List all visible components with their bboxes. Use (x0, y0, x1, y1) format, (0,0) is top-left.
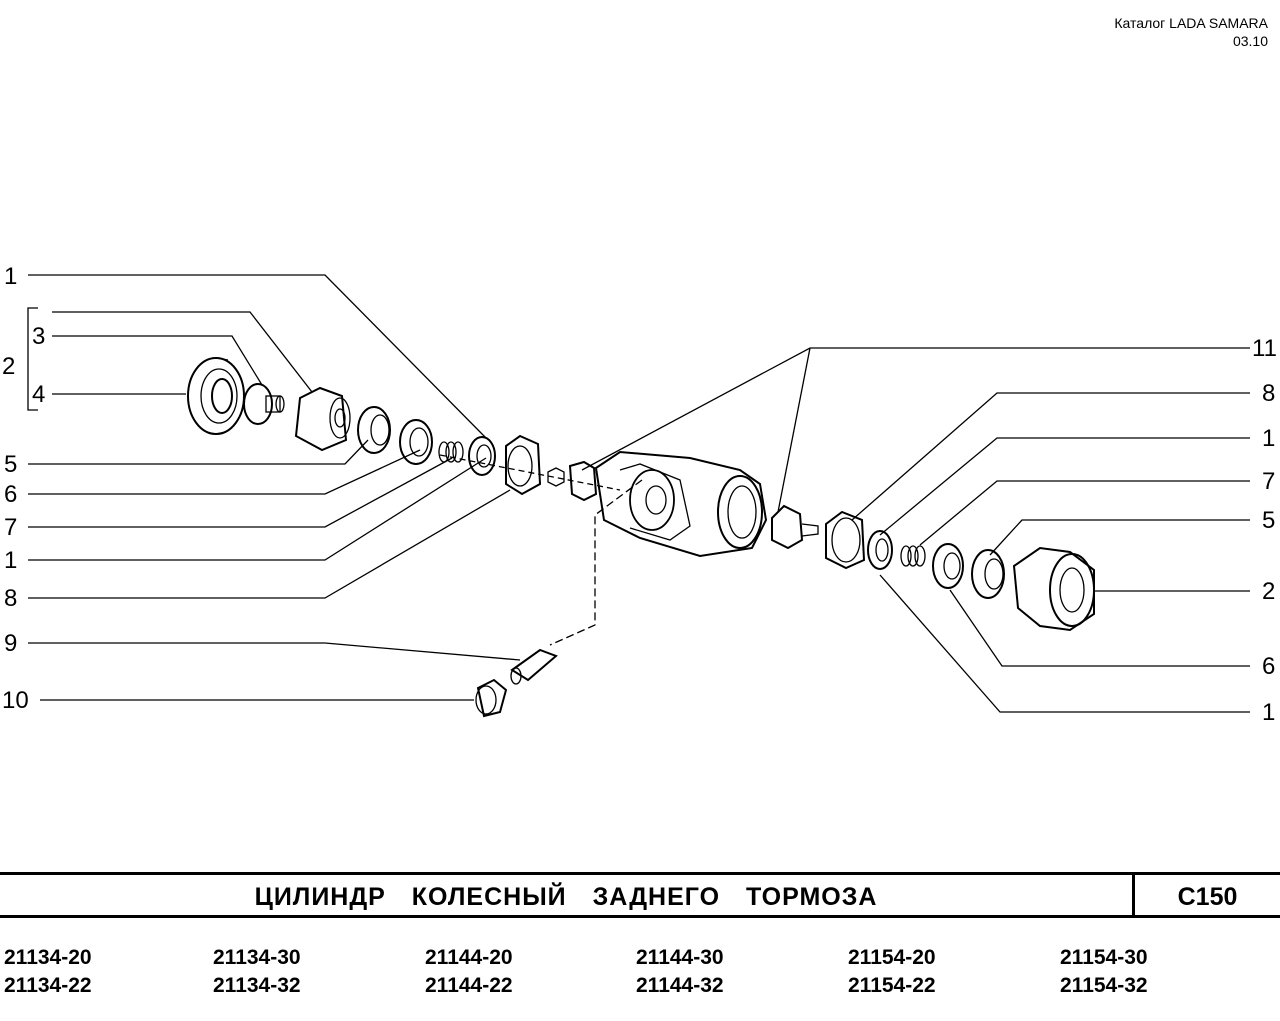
leader-line (581, 347, 1250, 471)
spring-right (900, 545, 926, 567)
adjuster-screw (547, 467, 565, 487)
callout-right-6: 6 (1262, 653, 1275, 680)
callout-right-2: 2 (1262, 578, 1275, 605)
axis-line (439, 454, 621, 491)
cup-left (357, 406, 391, 454)
callout-left-4: 4 (32, 381, 45, 408)
catalog-name: Каталог LADA SAMARA (1114, 15, 1268, 31)
model-column: 21134-30 21134-32 (213, 944, 301, 1000)
leader-line (777, 347, 811, 513)
axis-line (549, 479, 643, 646)
callout-left-3: 3 (32, 323, 45, 350)
callout-right-8: 8 (1262, 380, 1275, 407)
stop-ring-left (505, 434, 542, 496)
model-number: 21144-22 (425, 974, 513, 997)
model-column: 21154-20 21154-22 (848, 944, 936, 1000)
callout-left-6: 6 (4, 481, 17, 508)
page-code: C150 (1177, 883, 1238, 911)
leader-line (919, 480, 1250, 546)
callout-right-1: 1 (1262, 425, 1275, 452)
leader-line (28, 457, 453, 528)
model-column: 21154-30 21154-32 (1060, 944, 1148, 1000)
page-title: ЦИЛИНДР КОЛЕСНЫЙ ЗАДНЕГО ТОРМОЗА (254, 883, 878, 911)
callout-left-9: 9 (4, 630, 17, 657)
bleeder-cap (475, 678, 508, 718)
leader-line (52, 335, 263, 386)
catalog-date: 03.10 (1232, 33, 1268, 49)
seal-left (399, 419, 433, 465)
model-number: 21154-20 (848, 946, 936, 969)
title-bar: ЦИЛИНДР КОЛЕСНЫЙ ЗАДНЕГО ТОРМОЗА C150 (0, 872, 1280, 918)
catalog-header: Каталог LADA SAMARA 03.10 (1114, 14, 1268, 50)
callout-left-1: 1 (4, 263, 17, 290)
leader-line (28, 457, 487, 561)
dust-cover-left (187, 357, 245, 435)
callout-left-5: 5 (4, 451, 17, 478)
leader-bracket (27, 307, 38, 411)
model-column: 21134-20 21134-22 (4, 944, 92, 1000)
model-number: 21154-22 (848, 974, 936, 997)
spring-left (438, 441, 464, 463)
model-number: 21134-22 (4, 974, 92, 997)
leader-line (989, 519, 1250, 556)
title-divider (1132, 875, 1135, 915)
leader-line (28, 642, 521, 661)
callout-right-7: 7 (1262, 468, 1275, 495)
bleeder-screw (510, 648, 558, 685)
piston-left (294, 386, 351, 452)
model-number: 21154-32 (1060, 974, 1148, 997)
callout-right-5: 5 (1262, 507, 1275, 534)
ring-right (867, 530, 893, 570)
callout-left-7: 7 (4, 514, 17, 541)
seal-right (932, 543, 964, 589)
callout-right-11: 11 (1252, 335, 1277, 362)
model-number: 21134-32 (213, 974, 301, 997)
leader-line (28, 449, 421, 495)
callout-left-1b: 1 (4, 547, 17, 574)
model-number: 21134-30 (213, 946, 301, 969)
adjuster-right (771, 504, 819, 550)
ring-left (468, 436, 496, 476)
leader-line (851, 392, 1250, 521)
stop-ring-right (825, 510, 866, 570)
leader-line (949, 589, 1250, 667)
callout-right-1b: 1 (1262, 699, 1275, 726)
cup-right (971, 549, 1005, 599)
callout-left-2: 2 (2, 353, 15, 380)
leader-line (879, 437, 1250, 536)
piston-right (1012, 546, 1095, 632)
model-number: 21134-20 (4, 946, 92, 969)
leader-line (52, 311, 313, 393)
model-number: 21144-32 (636, 974, 724, 997)
leader-line (28, 489, 511, 599)
model-column: 21144-20 21144-22 (425, 944, 513, 1000)
cylinder-body (568, 450, 768, 558)
leader-line (879, 574, 1250, 713)
model-number: 21144-20 (425, 946, 513, 969)
piston-pin-left (243, 383, 285, 425)
model-number: 21154-30 (1060, 946, 1148, 969)
model-number: 21144-30 (636, 946, 724, 969)
callout-left-8: 8 (4, 585, 17, 612)
exploded-view-diagram: 1 2 3 4 5 6 7 1 8 9 10 11 8 1 7 5 2 6 1 (2, 263, 1277, 726)
callout-left-10: 10 (2, 687, 29, 714)
model-column: 21144-30 21144-32 (636, 944, 724, 1000)
leader-line (28, 439, 369, 465)
leader-line (28, 274, 487, 439)
